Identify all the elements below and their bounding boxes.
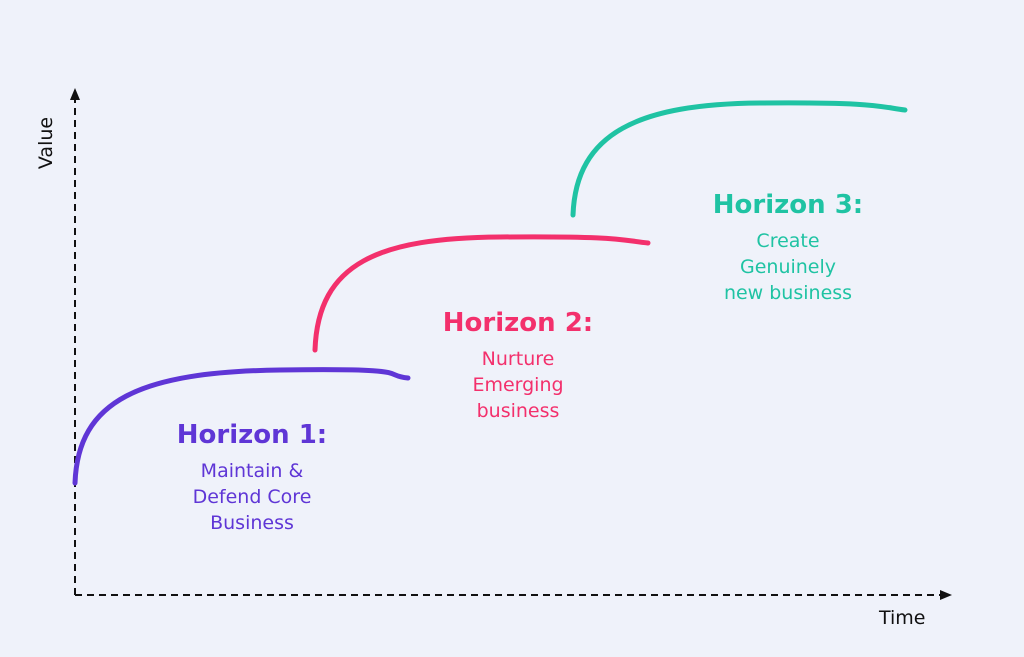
y-axis-arrow <box>70 88 80 100</box>
horizon-1-label: Horizon 1: Maintain & Defend Core Busine… <box>177 420 327 536</box>
x-axis-arrow <box>940 590 952 600</box>
horizon-2-desc-line: business <box>476 400 560 422</box>
horizon-3-curve <box>570 100 908 218</box>
horizon-2-label: Horizon 2: Nurture Emerging business <box>443 308 593 424</box>
horizon-3-desc-line: new business <box>723 282 853 304</box>
horizon-3-label: Horizon 3: Create Genuinely new business <box>713 190 863 306</box>
horizon-1-curve <box>72 367 411 486</box>
horizon-1-desc-line: Business <box>210 512 294 534</box>
x-axis-label: Time <box>879 607 926 629</box>
horizon-1-title: Horizon 1: <box>176 420 328 450</box>
horizon-2-desc-line: Nurture <box>481 348 555 370</box>
horizon-2-desc-line: Emerging <box>472 374 564 396</box>
horizon-2-curve <box>312 234 651 353</box>
horizon-3-desc-line: Create <box>756 230 820 252</box>
horizon-1-desc-line: Maintain & <box>200 460 304 482</box>
horizon-2-title: Horizon 2: <box>442 308 594 338</box>
horizon-3-title: Horizon 3: <box>712 190 864 220</box>
horizon-3-desc-line: Genuinely <box>739 256 837 278</box>
y-axis-label: Value <box>35 116 58 170</box>
horizon-1-desc-line: Defend Core <box>192 486 312 508</box>
